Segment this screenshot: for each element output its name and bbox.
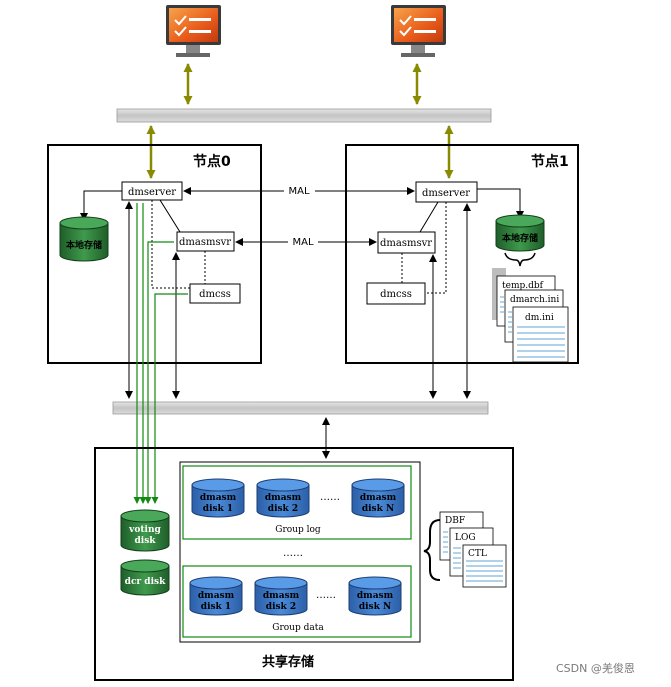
- group-data-disk-1-l1: dmasm: [198, 591, 235, 601]
- group-log-disk-1-l2: disk 1: [203, 504, 233, 514]
- voting-disk-label-1: voting: [128, 525, 161, 535]
- group-log-ellipsis: ……: [320, 492, 340, 503]
- top-network-bus: [116, 108, 492, 123]
- node0-dmcss: [189, 283, 241, 304]
- node1-link-local: [477, 188, 524, 219]
- group-data-disk-n-l2: disk N: [359, 602, 391, 612]
- node0-link-local: [80, 190, 122, 221]
- shared-files-brace: [423, 519, 441, 581]
- node1-local-storage-icon: [495, 214, 545, 252]
- mal-label-top: MAL: [288, 186, 309, 197]
- shared-file-dbf: DBF: [445, 516, 465, 526]
- group-log-disk-n: [351, 478, 405, 518]
- disk-groups-container: [179, 461, 421, 643]
- file-temp-dbf: temp.dbf: [502, 281, 544, 291]
- voting-disk-icon: [120, 509, 170, 552]
- node0-dmasmsvr-label: dmasmsvr: [179, 237, 231, 248]
- group-data-disk-n-l1: dmasm: [357, 591, 394, 601]
- group-log-disk-2: [256, 478, 310, 518]
- node1-dmasmsvr-label: dmasmsvr: [380, 238, 432, 249]
- shared-file-ctl: CTL: [468, 549, 487, 559]
- watermark: CSDN @羌俊恩: [556, 661, 635, 675]
- group-data-ellipsis: ……: [316, 590, 336, 601]
- node1-title: 节点1: [531, 153, 569, 170]
- node1-dmcss: [366, 282, 426, 305]
- storage-network-bus: [112, 401, 489, 415]
- dcr-disk-label: dcr disk: [125, 577, 166, 587]
- file-dmarch-ini: dmarch.ini: [510, 295, 559, 305]
- mal-label-bottom: MAL: [292, 237, 313, 248]
- node0-link-server-asm: [159, 199, 181, 233]
- group-log-box: [182, 465, 412, 540]
- shared-storage-box: [94, 447, 514, 681]
- node1-files-brace: [504, 252, 536, 267]
- group-log-disk-2-l2: disk 2: [268, 504, 298, 514]
- node0-dmcss-label: dmcss: [199, 289, 231, 300]
- group-data-disk-1: [189, 576, 243, 616]
- dcr-disk-icon: [120, 559, 170, 596]
- group-data-disk-1-l2: disk 1: [201, 602, 231, 612]
- shared-file-stack: [439, 511, 507, 588]
- node1-local-storage-label: 本地存储: [502, 232, 538, 244]
- group-data-disk-2-l2: disk 2: [266, 602, 296, 612]
- monitor-icon-right: [391, 5, 446, 57]
- node1-dmcss-label: dmcss: [380, 289, 412, 300]
- node1-box: [345, 144, 579, 364]
- node1-dmasmsvr: [377, 231, 436, 254]
- node1-file-stack: [492, 268, 569, 363]
- file-dm-ini: dm.ini: [525, 313, 554, 323]
- node0-local-storage-label: 本地存储: [66, 239, 102, 251]
- group-log-disk-n-l2: disk N: [362, 504, 394, 514]
- voting-disk-links: [133, 203, 188, 504]
- group-data-box: [182, 565, 412, 638]
- node0-local-storage-icon: [59, 216, 109, 262]
- group-log-disk-2-l1: dmasm: [265, 493, 302, 503]
- monitor-icon-left: [166, 5, 221, 57]
- group-log-label: Group log: [275, 525, 321, 535]
- node0-dmserver-label: dmserver: [128, 187, 176, 198]
- shared-storage-title: 共享存储: [262, 654, 314, 670]
- group-log-disk-1-l1: dmasm: [200, 493, 237, 503]
- group-data-label: Group data: [272, 623, 324, 633]
- node1-link-server-asm: [419, 201, 439, 233]
- group-data-disk-2: [254, 576, 308, 616]
- group-data-disk-2-l1: dmasm: [263, 591, 300, 601]
- node0-title: 节点0: [193, 153, 231, 170]
- voting-disk-label-2: disk: [134, 536, 156, 546]
- shared-file-log: LOG: [455, 533, 476, 543]
- group-log-disk-1: [191, 478, 245, 518]
- node1-dmserver-label: dmserver: [422, 188, 470, 199]
- group-log-disk-n-l1: dmasm: [360, 493, 397, 503]
- group-data-disk-n: [348, 576, 402, 616]
- groups-ellipsis: ……: [283, 548, 303, 559]
